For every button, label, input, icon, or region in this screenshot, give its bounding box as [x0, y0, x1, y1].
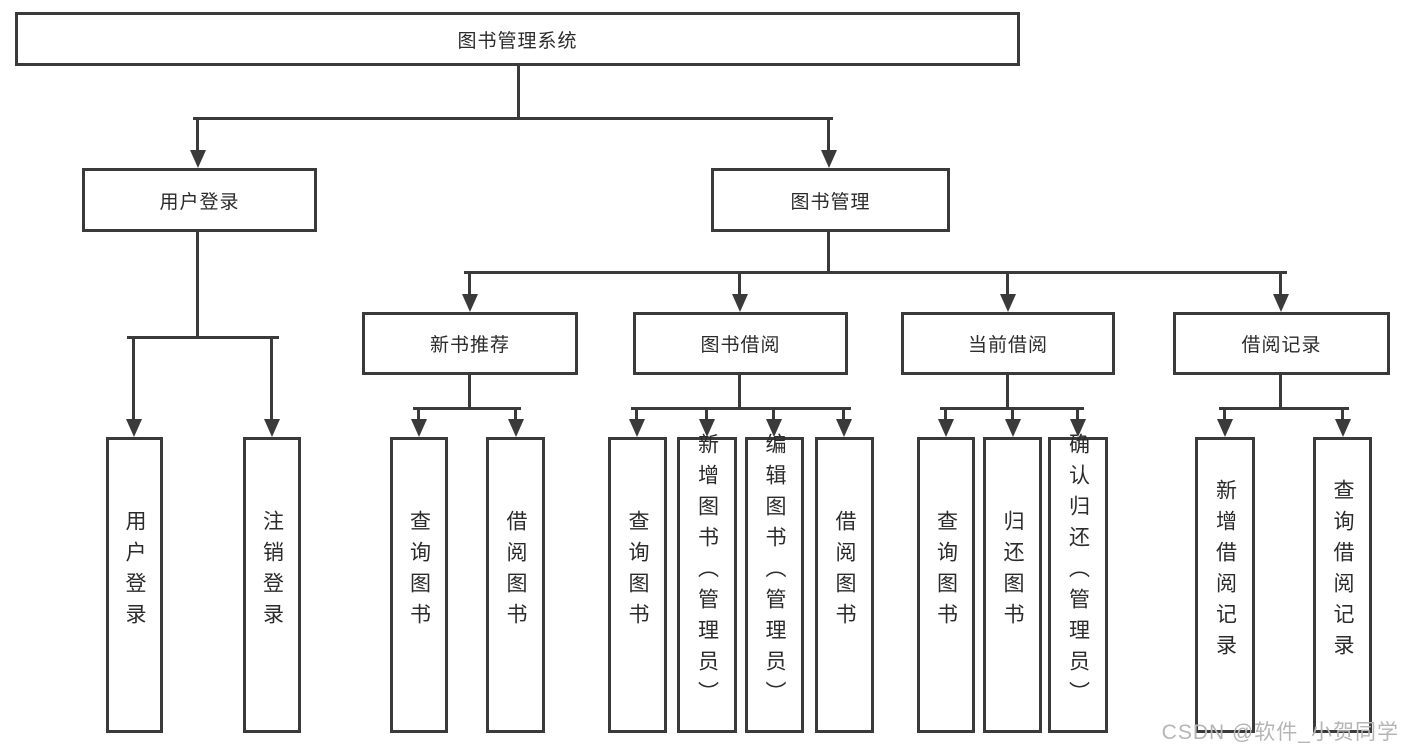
leaf-query-books-recommend-label: 查询图书	[407, 510, 431, 634]
node-new-book-recommend-label: 新书推荐	[429, 335, 510, 356]
arrow-head	[462, 294, 478, 312]
arrow-head	[508, 419, 524, 437]
leaf-add-books-admin-label: 新增图书（管理员）	[695, 432, 719, 712]
connector-line	[196, 232, 199, 339]
leaf-return-books-label: 归还图书	[1001, 510, 1024, 634]
arrow-head	[1005, 419, 1021, 437]
connector-line	[464, 271, 1287, 274]
connector-line	[1223, 407, 1226, 422]
node-book-borrowing-label: 图书借阅	[700, 335, 781, 356]
arrow-head	[1335, 419, 1351, 437]
arrow-head	[629, 419, 645, 437]
connector-line	[738, 271, 741, 297]
leaf-edit-books-admin-label: 编辑图书（管理员）	[763, 432, 786, 712]
leaf-query-borrow-record: 查询借阅记录	[1313, 437, 1372, 733]
leaf-user-login-label: 用户登录	[123, 510, 146, 634]
node-library-system-label: 图书管理系统	[457, 30, 578, 52]
leaf-borrow-books-recommend-label: 借阅图书	[504, 510, 527, 634]
leaf-borrow-books-recommend: 借阅图书	[486, 437, 545, 733]
arrow-head	[264, 419, 280, 437]
connector-line	[631, 407, 851, 410]
leaf-user-login: 用户登录	[106, 437, 163, 733]
connector-line	[705, 407, 708, 422]
arrow-head	[938, 419, 954, 437]
connector-line	[827, 232, 830, 274]
leaf-add-books-admin: 新增图书（管理员）	[677, 433, 737, 733]
leaf-query-books-current: 查询图书	[917, 437, 975, 733]
node-borrowing-records: 借阅记录	[1173, 312, 1390, 375]
node-user-login: 用户登录	[82, 168, 317, 232]
arrow-head	[1217, 419, 1233, 437]
connector-line	[1076, 407, 1079, 422]
leaf-edit-books-admin: 编辑图书（管理员）	[745, 433, 804, 733]
connector-line	[1341, 407, 1344, 422]
connector-line	[413, 407, 521, 410]
connector-line	[772, 407, 775, 422]
connector-line	[468, 271, 471, 297]
connector-line	[514, 407, 517, 422]
connector-line	[127, 336, 279, 339]
connector-line	[468, 375, 471, 410]
leaf-logout: 注销登录	[243, 437, 301, 733]
leaf-return-books: 归还图书	[983, 437, 1042, 733]
connector-line	[417, 407, 420, 422]
connector-line	[1279, 271, 1282, 297]
connector-line	[1006, 375, 1009, 410]
node-book-borrowing: 图书借阅	[633, 312, 848, 375]
node-library-system: 图书管理系统	[15, 12, 1020, 66]
node-user-login-label: 用户登录	[159, 191, 240, 213]
leaf-confirm-return-admin-label: 确认归还（管理员）	[1066, 432, 1090, 712]
arrow-head	[766, 419, 782, 437]
connector-line	[517, 66, 520, 119]
node-new-book-recommend: 新书推荐	[362, 312, 578, 375]
node-current-borrowing-label: 当前借阅	[967, 335, 1048, 356]
connector-line	[1006, 271, 1009, 297]
arrow-head	[699, 419, 715, 437]
node-current-borrowing: 当前借阅	[901, 312, 1115, 375]
connector-line	[196, 117, 199, 153]
arrow-head	[1070, 419, 1086, 437]
connector-line	[270, 336, 273, 422]
arrow-head	[1000, 294, 1016, 312]
leaf-borrow-books: 借阅图书	[815, 437, 874, 733]
leaf-query-books-recommend: 查询图书	[390, 437, 448, 733]
connector-line	[193, 117, 833, 120]
arrow-head	[126, 419, 142, 437]
leaf-query-borrow-record-label: 查询借阅记录	[1331, 479, 1354, 665]
connector-line	[1011, 407, 1014, 422]
arrow-head	[732, 294, 748, 312]
csdn-watermark: CSDN @软件_小贺同学	[1161, 721, 1399, 744]
leaf-borrow-books-label: 借阅图书	[833, 510, 856, 634]
arrow-head	[821, 150, 837, 168]
arrow-head	[1273, 294, 1289, 312]
connector-line	[738, 375, 741, 410]
leaf-confirm-return-admin: 确认归还（管理员）	[1048, 433, 1108, 733]
connector-line	[1279, 375, 1282, 410]
leaf-logout-label: 注销登录	[260, 510, 284, 634]
connector-line	[1219, 407, 1349, 410]
leaf-add-borrow-record-label: 新增借阅记录	[1213, 479, 1237, 665]
node-borrowing-records-label: 借阅记录	[1241, 335, 1322, 356]
connector-line	[842, 407, 845, 422]
node-book-management-label: 图书管理	[790, 191, 871, 213]
node-book-management: 图书管理	[711, 168, 950, 232]
connector-line	[635, 407, 638, 422]
leaf-query-books-current-label: 查询图书	[934, 510, 958, 634]
connector-line	[132, 336, 135, 422]
arrow-head	[190, 150, 206, 168]
leaf-query-books-borrowing: 查询图书	[608, 437, 667, 733]
connector-line	[944, 407, 947, 422]
leaf-query-books-borrowing-label: 查询图书	[626, 510, 649, 634]
connector-line	[827, 117, 830, 153]
arrow-head	[836, 419, 852, 437]
leaf-add-borrow-record: 新增借阅记录	[1195, 437, 1255, 733]
arrow-head	[411, 419, 427, 437]
